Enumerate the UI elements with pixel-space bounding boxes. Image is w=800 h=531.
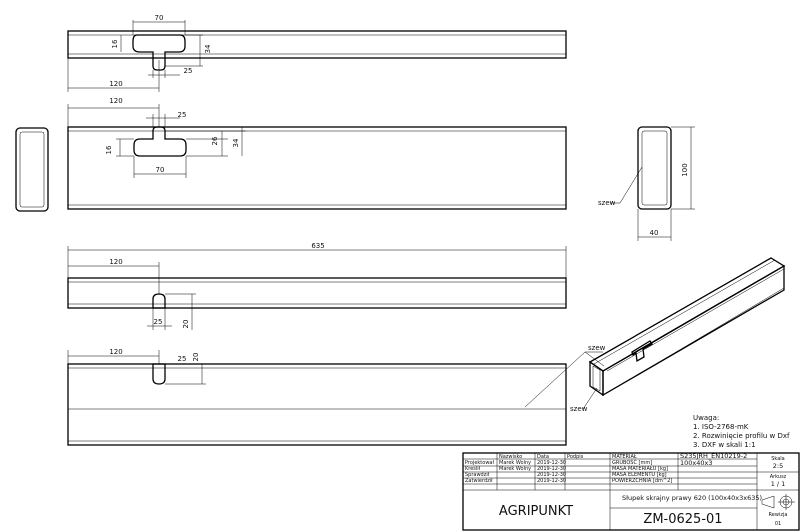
- tb-role-checked: Sprawdził: [465, 472, 490, 478]
- top-slot-profile: [132, 34, 186, 71]
- top-view: 70 16 34 120 25: [67, 14, 567, 92]
- weld-label-iso-1: szew: [588, 344, 606, 352]
- dim-top-120: 120: [109, 80, 122, 88]
- tb-header-date: Data: [537, 454, 549, 460]
- dim-top-25: 25: [184, 67, 193, 75]
- tb-val-thickness: 100x40x3: [680, 459, 713, 467]
- tb-header-signature: Podpis: [567, 454, 584, 460]
- iso-slot: [631, 340, 653, 363]
- dim-long-120: 120: [109, 258, 122, 266]
- bottom-slot: [152, 363, 166, 385]
- note-3: 3. DXF w skali 1:1: [693, 441, 756, 449]
- tb-date-checked: 2019-12-30: [537, 472, 566, 478]
- dim-front-26: 26: [211, 136, 219, 145]
- dim-bottom-25: 25: [178, 355, 187, 363]
- top-view-outline: [67, 30, 567, 59]
- sheet-label: Arkusz: [770, 474, 787, 480]
- dim-front-120: 120: [109, 97, 122, 105]
- tb-prop-thickness: GRUBOŚĆ [mm]: [612, 459, 652, 466]
- long-slot: [152, 293, 166, 309]
- dim-long-20: 20: [182, 320, 190, 329]
- tb-name-drawn: Marek Wolny: [499, 466, 531, 472]
- long-view-outline: [67, 277, 567, 309]
- dim-long-25: 25: [154, 318, 163, 326]
- weld-label-section: szew: [598, 199, 616, 207]
- scale-label: Skala: [771, 456, 785, 462]
- front-view-outline: [67, 126, 567, 210]
- dim-front-34: 34: [232, 138, 240, 147]
- tb-role-approved: Zatwierdził: [465, 478, 493, 484]
- dim-front-16: 16: [105, 145, 113, 154]
- front-slot-profile: [133, 126, 187, 157]
- notes: Uwaga: 1. ISO-2768-mK 2. Rozwinięcie pro…: [693, 414, 790, 449]
- dim-bottom-120: 120: [109, 348, 122, 356]
- drawing-number: ZM-0625-01: [643, 512, 722, 527]
- dim-section-40: 40: [650, 229, 659, 237]
- dim-top-70: 70: [155, 14, 164, 22]
- dim-long-635: 635: [311, 242, 324, 250]
- tb-date-designed: 2019-12-30: [537, 460, 566, 466]
- tb-prop-element-mass: MASA ELEMENTU [kg]: [612, 472, 667, 478]
- scale-value: 2:5: [773, 462, 783, 470]
- bottom-view: 120 25 20: [67, 348, 567, 446]
- dim-top-34: 34: [204, 44, 212, 53]
- right-end-section: 100 40 szew: [598, 126, 695, 241]
- tb-prop-surface: POWIERZCHNIA [dm^2]: [612, 478, 672, 484]
- dim-bottom-20: 20: [192, 353, 200, 362]
- long-view: 635 120 25 20: [67, 242, 567, 330]
- projection-symbol-icon: [761, 494, 795, 510]
- tb-name-designed: Marek Wolny: [499, 460, 531, 466]
- dim-section-100: 100: [681, 163, 689, 176]
- tb-date-approved: 2019-12-30: [537, 478, 566, 484]
- isometric-view: szew szew: [524, 257, 786, 413]
- tb-prop-material-mass: MASA MATERIAŁU [kg]: [612, 466, 668, 472]
- tb-header-name: Nazwisko: [499, 454, 522, 460]
- note-1: 1. ISO-2768-mK: [693, 423, 749, 431]
- revision-label: Rewizja: [769, 512, 788, 518]
- tb-date-drawn: 2019-12-30: [537, 466, 566, 472]
- title-block: Nazwisko Data Podpis Projektował Marek W…: [462, 452, 800, 531]
- front-view: 120 25 16 26 34 70: [67, 97, 567, 210]
- tb-val-material: S235JRH_EN10219-2: [680, 452, 747, 460]
- note-2: 2. Rozwinięcie profilu w Dxf: [693, 432, 790, 440]
- tb-prop-material: MATERIAŁ: [612, 454, 637, 460]
- left-end-section: [15, 127, 49, 212]
- sheet-value: 1 / 1: [771, 480, 786, 488]
- notes-title: Uwaga:: [693, 414, 719, 422]
- dim-front-70: 70: [156, 166, 165, 174]
- part-name: Słupek skrajny prawy 620 (100x40x3x635): [622, 494, 762, 502]
- weld-label-iso-2: szew: [570, 405, 588, 413]
- company-name: AGRIPUNKT: [499, 504, 573, 519]
- tb-role-drawn: Kreślił: [465, 465, 481, 472]
- dim-front-25: 25: [178, 111, 187, 119]
- bottom-view-outline: [67, 363, 567, 446]
- revision-value: 01: [775, 521, 781, 527]
- dim-top-16: 16: [111, 39, 119, 48]
- tb-role-designed: Projektował: [465, 460, 494, 466]
